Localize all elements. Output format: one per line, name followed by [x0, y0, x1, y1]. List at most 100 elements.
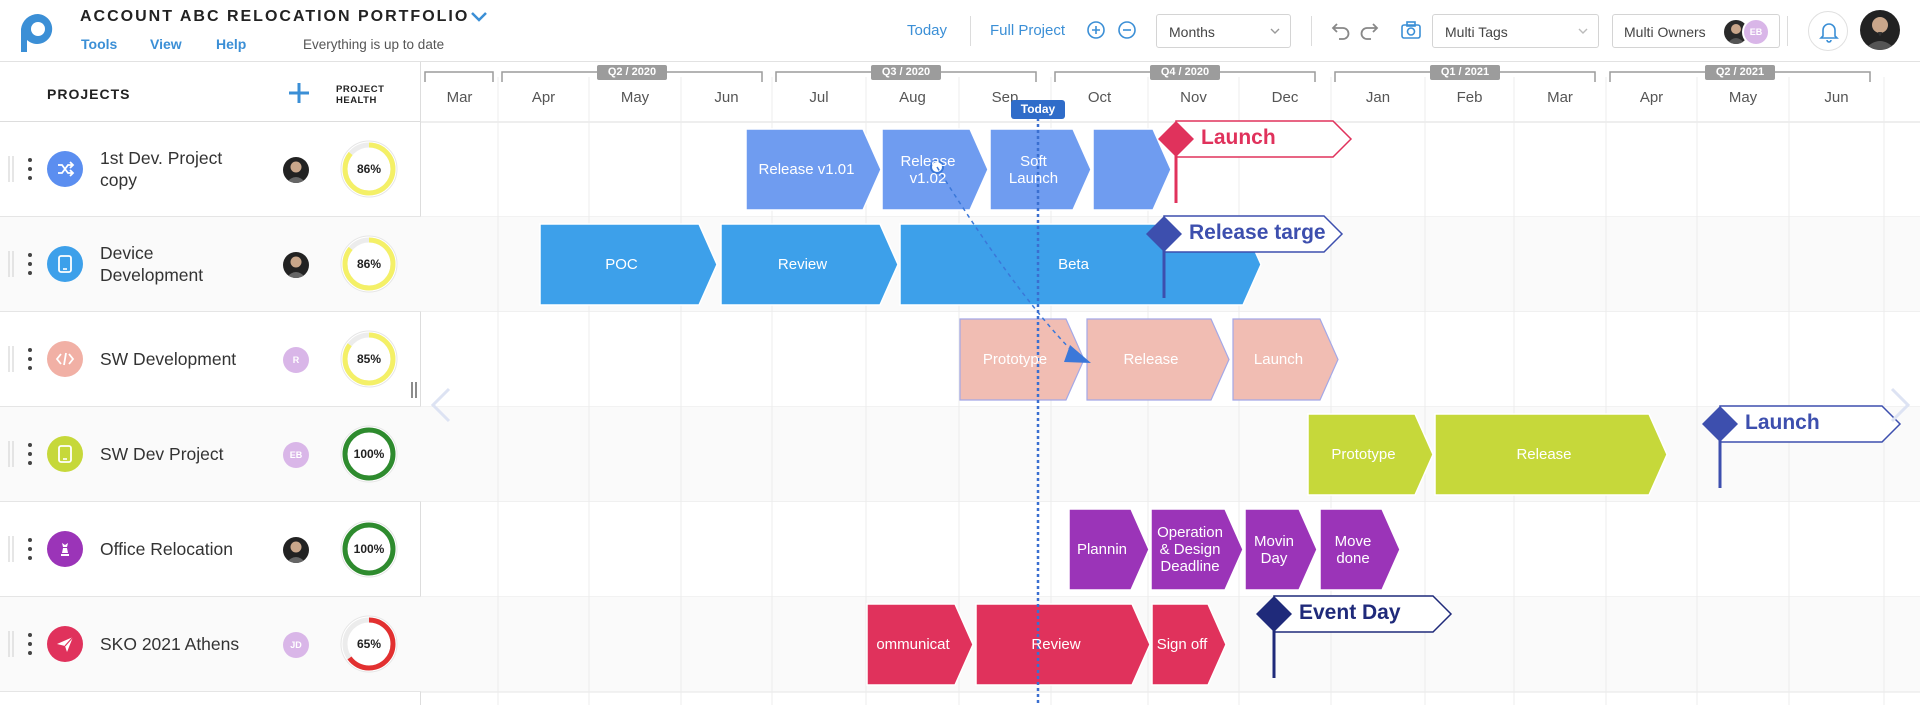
kebab-menu-icon[interactable]: [26, 155, 34, 183]
redo-icon[interactable]: [1358, 19, 1380, 41]
project-health-gauge: 100%: [339, 519, 399, 579]
timeline-bar[interactable]: [1068, 508, 1150, 591]
timeline-bar[interactable]: [1319, 508, 1401, 591]
timeline-bar[interactable]: [975, 603, 1151, 686]
scroll-left-icon[interactable]: [430, 387, 451, 423]
month-label: Jan: [1365, 89, 1391, 106]
drag-handle-icon[interactable]: [6, 154, 20, 184]
timeline-bar[interactable]: [539, 223, 718, 306]
timeline-row-background: [421, 407, 1920, 502]
timeline-bar[interactable]: [959, 318, 1085, 401]
owner-avatar: [283, 157, 309, 183]
month-label: Jul: [809, 89, 829, 106]
kebab-menu-icon[interactable]: [26, 250, 34, 278]
help-menu[interactable]: Help: [216, 36, 247, 52]
app-logo-icon[interactable]: [18, 10, 58, 54]
month-label: Feb: [1456, 89, 1483, 106]
health-ring: [340, 520, 398, 578]
person-photo-icon: [286, 161, 306, 183]
quarter-label: Q3 / 2020: [871, 65, 941, 80]
drag-handle-icon[interactable]: [6, 534, 20, 564]
zoom-in-icon[interactable]: [1086, 20, 1106, 40]
undo-icon[interactable]: [1330, 19, 1352, 41]
quarter-label: Q4 / 2020: [1150, 65, 1220, 80]
tags-filter-select[interactable]: Multi Tags: [1432, 14, 1599, 48]
timeline-bar[interactable]: [1086, 318, 1230, 401]
timeline-bar[interactable]: [1307, 413, 1434, 496]
month-label: Dec: [1271, 89, 1299, 106]
user-avatar[interactable]: [1860, 10, 1900, 50]
timeline-bar[interactable]: [1244, 508, 1318, 591]
timeline-bar[interactable]: [720, 223, 899, 306]
project-name[interactable]: Office Relocation: [100, 539, 233, 559]
owners-filter-value: Multi Owners: [1624, 24, 1706, 40]
full-project-button[interactable]: Full Project: [990, 22, 1066, 39]
person-photo-icon: [286, 256, 306, 278]
owner-initials-avatar: R: [283, 347, 309, 373]
notifications-button[interactable]: [1808, 11, 1848, 51]
timeline-bar[interactable]: [1232, 318, 1339, 401]
kebab-menu-icon[interactable]: [26, 630, 34, 658]
chevron-down-icon[interactable]: [468, 8, 490, 26]
project-row[interactable]: Device Development 86%: [0, 217, 421, 312]
milestone-diamond-icon[interactable]: [1702, 406, 1738, 442]
scroll-right-icon[interactable]: [1890, 387, 1911, 423]
timeline-bar[interactable]: [1092, 128, 1172, 211]
today-marker-label: Today: [1011, 100, 1065, 119]
drag-handle-icon[interactable]: [6, 629, 20, 659]
chess-icon: [61, 543, 69, 556]
panel-splitter-handle[interactable]: [410, 381, 418, 399]
timeline-bar[interactable]: [989, 128, 1092, 211]
quarter-label: Q2 / 2020: [597, 65, 667, 80]
project-name[interactable]: SW Development: [100, 349, 237, 369]
camera-icon[interactable]: [1400, 19, 1422, 41]
divider: [970, 16, 971, 46]
health-percent: 100%: [353, 447, 385, 461]
milestone-diamond-icon[interactable]: [1256, 596, 1292, 632]
view-menu[interactable]: View: [150, 36, 182, 52]
project-row[interactable]: SW Dev Project EB 100%: [0, 407, 421, 502]
milestone-diamond-icon[interactable]: [1158, 121, 1194, 157]
project-row[interactable]: 1st Dev. Project copy 86%: [0, 122, 421, 217]
timeline-bar[interactable]: [866, 603, 974, 686]
month-label: Oct: [1087, 89, 1112, 106]
timeline-bar[interactable]: [745, 128, 882, 211]
drag-handle-icon[interactable]: [6, 439, 20, 469]
project-name[interactable]: SW Dev Project: [100, 444, 224, 464]
project-name[interactable]: 1st Dev. Project copy: [100, 148, 223, 190]
kebab-menu-icon[interactable]: [26, 535, 34, 563]
project-name[interactable]: SKO 2021 Athens: [100, 634, 240, 654]
zoom-out-icon[interactable]: [1117, 20, 1137, 40]
timeline-bar[interactable]: [1150, 508, 1244, 591]
add-project-icon[interactable]: [287, 81, 311, 105]
quarter-bracket: [424, 71, 494, 82]
top-header: ACCOUNT ABC RELOCATION PORTFOLIO Tools V…: [0, 0, 1920, 62]
today-button[interactable]: Today: [907, 22, 948, 39]
project-row[interactable]: Office Relocation 100%: [0, 502, 421, 597]
drag-handle-icon[interactable]: [6, 249, 20, 279]
health-percent: 86%: [356, 162, 382, 176]
milestone-label: Event Day: [1299, 601, 1401, 624]
milestone-label: Launch: [1745, 411, 1820, 434]
month-label: May: [1728, 89, 1758, 106]
project-health-gauge: 85%: [339, 329, 399, 389]
kebab-menu-icon[interactable]: [26, 345, 34, 373]
project-row[interactable]: SW Development R 85%: [0, 312, 421, 407]
time-scale-select[interactable]: Months: [1156, 14, 1291, 48]
drag-handle-icon[interactable]: [6, 344, 20, 374]
month-label: Jun: [714, 89, 739, 106]
health-heading-line2: HEALTH: [336, 95, 377, 106]
timeline-bar[interactable]: [1151, 603, 1227, 686]
project-name[interactable]: Device Development: [100, 243, 204, 285]
timeline-bar[interactable]: [1434, 413, 1668, 496]
quarter-label: Q1 / 2021: [1430, 65, 1500, 80]
kebab-menu-icon[interactable]: [26, 440, 34, 468]
milestone-diamond-icon[interactable]: [1146, 216, 1182, 252]
quarter-label: Q2 / 2021: [1705, 65, 1775, 80]
owner-avatar: [283, 537, 309, 563]
tools-menu[interactable]: Tools: [81, 36, 118, 52]
project-health-gauge: 86%: [339, 234, 399, 294]
month-label: Mar: [446, 89, 473, 106]
project-row[interactable]: SKO 2021 Athens JD 65%: [0, 597, 421, 692]
